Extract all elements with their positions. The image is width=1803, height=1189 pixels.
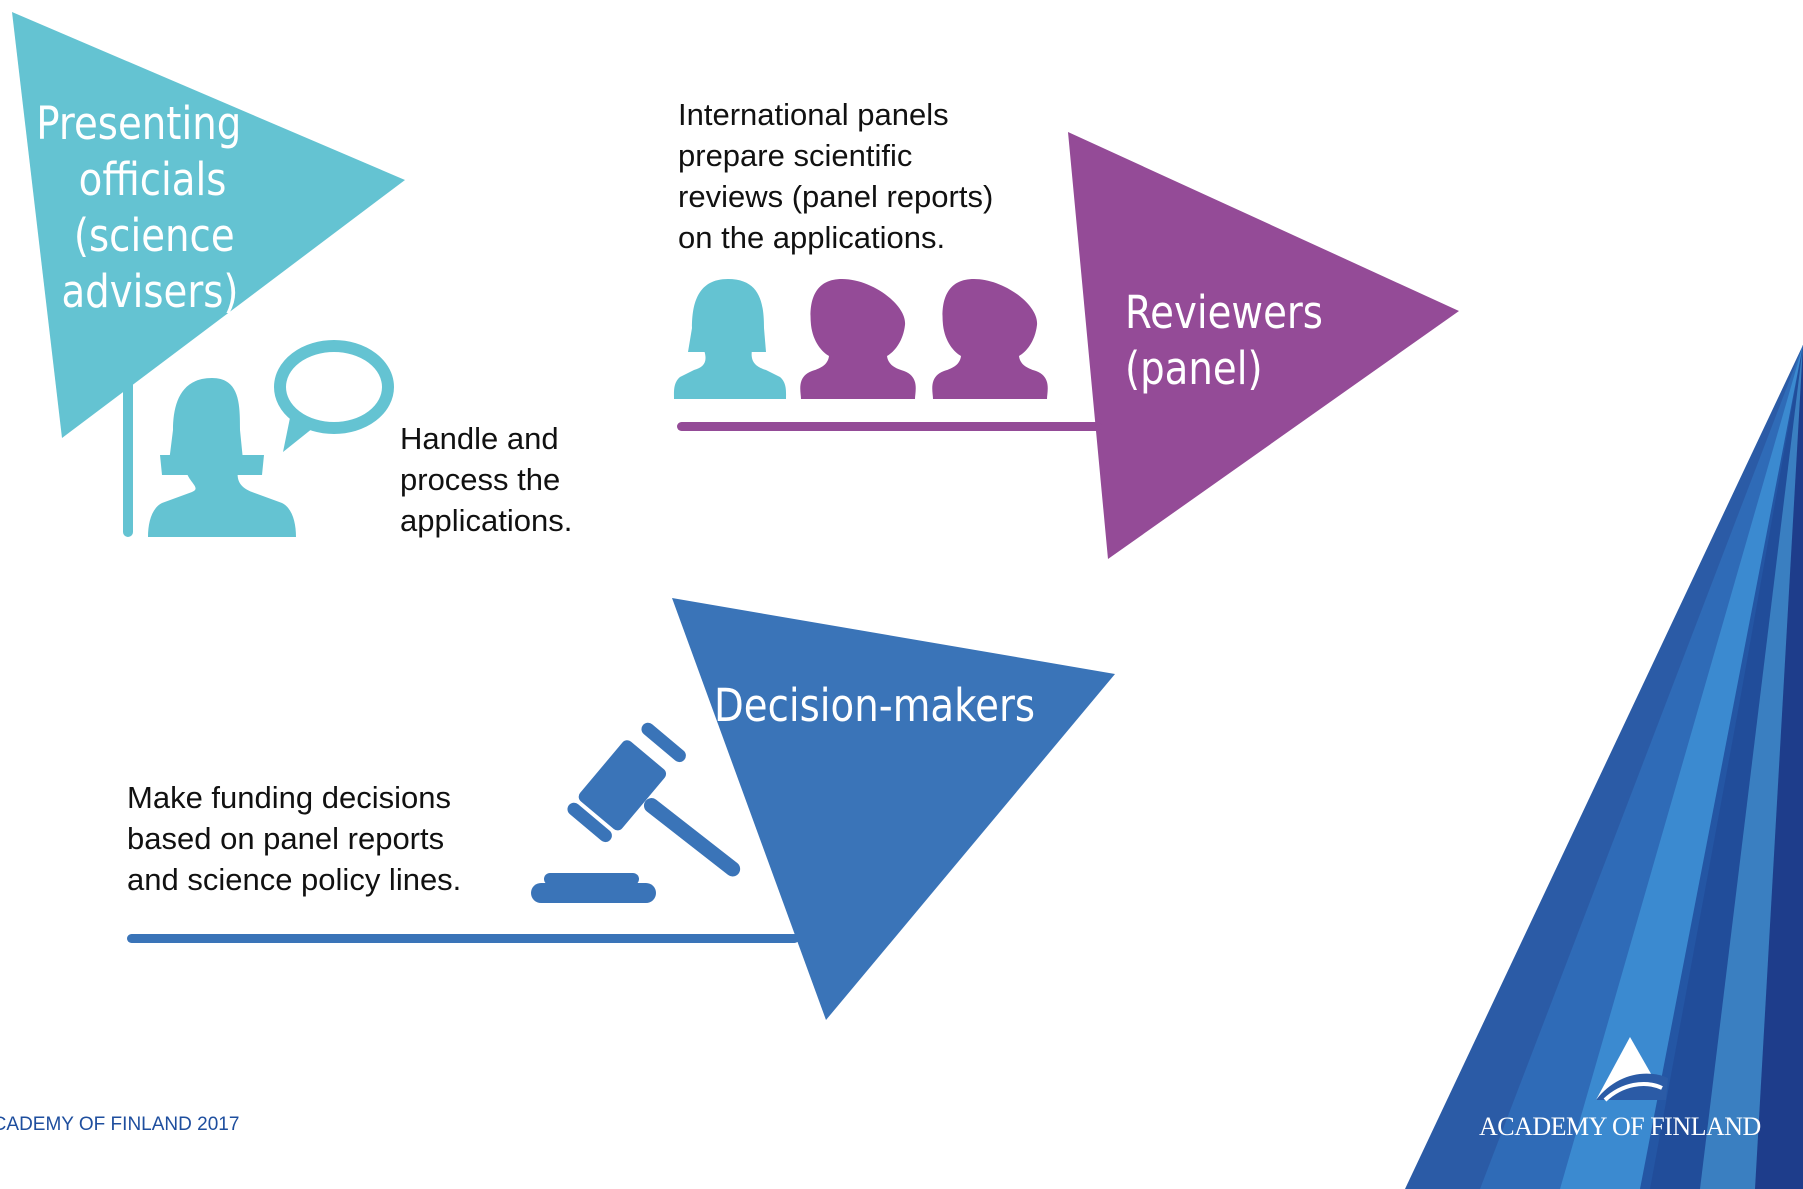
presenting-connector-line — [123, 370, 133, 537]
speech-bubble-icon — [274, 340, 394, 452]
reviewers-group — [673, 132, 1459, 559]
reviewers-description: International panels prepare scientific … — [678, 94, 993, 258]
person-icon — [932, 279, 1048, 399]
academy-logo-icon — [1596, 1037, 1668, 1102]
title-line: Presenting — [36, 97, 242, 150]
footer-copyright: ACADEMY OF FINLAND 2017 — [0, 1114, 240, 1135]
title-line: Decision-makers — [714, 679, 1036, 732]
title-line: advisers) — [61, 265, 239, 318]
description-line: on the applications. — [678, 220, 946, 255]
corner-decoration — [1405, 345, 1803, 1189]
reviewers-triangle — [1068, 132, 1459, 559]
logo-wordmark: ACADEMY OF FINLAND — [1479, 1112, 1761, 1141]
description-line: applications. — [400, 503, 573, 538]
presenting-triangle — [12, 12, 405, 438]
description-line: Make funding decisions — [127, 780, 451, 815]
reviewers-connector-line — [677, 422, 1102, 431]
decision-title: Decision-makers — [714, 678, 1035, 734]
gavel-icon — [531, 722, 741, 903]
description-line: and science policy lines. — [127, 862, 462, 897]
description-line: prepare scientific — [678, 138, 913, 173]
decision-connector-line — [127, 934, 799, 943]
presenting-officials-group — [12, 12, 405, 537]
title-line: Reviewers — [1125, 286, 1323, 339]
woman-icon — [148, 378, 296, 537]
title-line: (science — [73, 209, 235, 262]
decision-description: Make funding decisions based on panel re… — [127, 777, 461, 900]
description-line: reviews (panel reports) — [678, 179, 994, 214]
description-line: International panels — [678, 97, 949, 132]
presenting-title: Presenting officials (science advisers) — [27, 96, 251, 320]
woman-icon — [673, 279, 787, 399]
description-line: process the — [400, 462, 561, 497]
description-line: based on panel reports — [127, 821, 445, 856]
person-icon — [800, 279, 916, 399]
description-line: Handle and — [400, 421, 559, 456]
title-line: officials — [78, 153, 227, 206]
title-line: (panel) — [1125, 342, 1263, 395]
presenting-description: Handle and process the applications. — [400, 418, 572, 541]
decision-makers-group — [127, 598, 1115, 1020]
decision-triangle — [672, 598, 1115, 1020]
reviewers-title: Reviewers (panel) — [1125, 285, 1323, 397]
